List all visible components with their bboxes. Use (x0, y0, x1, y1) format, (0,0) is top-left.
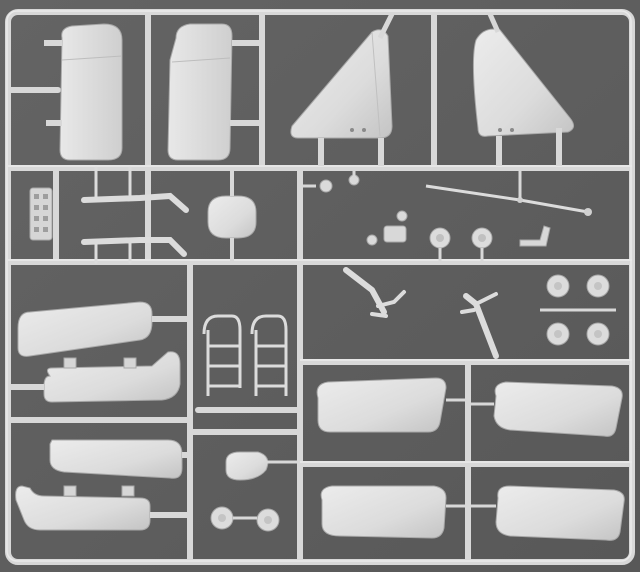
part-gear-strut-right (460, 292, 499, 359)
part-small-fittings (300, 168, 408, 246)
part-flap-3 (320, 485, 468, 539)
part-vertical-fin-right (472, 12, 574, 166)
part-landing-wheels-small (429, 227, 493, 262)
part-nose-wheels (210, 506, 280, 532)
part-vertical-fin-left (290, 12, 395, 166)
part-ladders (202, 314, 288, 396)
part-flap-4 (468, 485, 625, 541)
part-rudder-left (44, 23, 123, 161)
part-flap-1 (316, 377, 468, 433)
part-small-block (29, 187, 53, 241)
part-pitot-probes (81, 166, 189, 264)
part-fuel-tank-1 (17, 301, 190, 357)
part-flap-2 (468, 381, 623, 437)
sprue-frame (5, 9, 635, 565)
part-seat-small (519, 225, 551, 247)
part-fuel-tank-3 (49, 439, 190, 479)
part-round-hatch (207, 168, 257, 262)
part-canopy-bulge (225, 451, 300, 481)
part-antenna-rod (425, 168, 592, 216)
part-main-wheels (540, 274, 616, 346)
part-fuel-tank-4 (15, 485, 190, 531)
part-fuel-tank-2 (8, 351, 181, 403)
part-rudder-right (167, 23, 262, 161)
part-gear-strut-left (343, 267, 406, 318)
